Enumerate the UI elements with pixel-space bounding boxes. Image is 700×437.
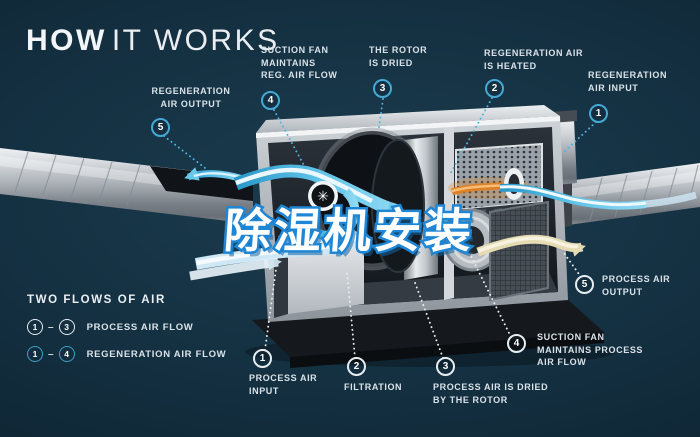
leader-top2 [448,97,493,177]
title-light: IT WORKS [111,24,280,57]
fan-icon: ✳ [317,189,329,205]
suction-fan-drum [442,208,502,272]
legend-badge-from: 1 [27,319,43,335]
heater-stream [450,178,525,196]
rotor [371,139,425,273]
legend-badge-to: 3 [58,319,75,335]
callout-suction-fan-process: SUCTION FAN MAINTAINS PROCESS AIR FLOW [537,332,644,367]
process-output-stream [476,234,586,257]
regeneration-output-arrow [184,167,251,185]
rotor-drum-side [404,136,438,280]
legend-heading: TWO FLOWS OF AIR [27,294,166,306]
leader-top4 [273,109,308,172]
leader-top3 [378,98,384,128]
callout-regeneration-air-input: REGENERATION AIR INPUT [588,70,668,93]
step-badge-proc-3: 3 [436,357,455,376]
honeycomb-block [456,144,542,210]
callout-process-air-input: PROCESS AIR INPUT [249,373,318,396]
step-badge-reg-1: 1 [589,104,608,123]
title-strong: HOW [26,24,107,57]
divider-wall [444,127,454,300]
fan-scroll [316,131,428,267]
step-badge-proc-5: 5 [575,275,594,294]
callout-process-dried: PROCESS AIR IS DRIED BY THE ROTOR [433,382,549,405]
callout-filtration: FILTRATION [344,382,403,392]
step-badge-proc-1: 1 [253,349,272,368]
leader-lines [163,97,597,359]
leader-top1 [564,121,597,152]
main-process-arrow [233,164,402,218]
left-duct [0,148,253,224]
leader-bot1 [264,268,277,351]
legend-row-process: 1 – 3 PROCESS AIR FLOW [27,319,226,335]
machine-interior [268,127,558,310]
legend: TWO FLOWS OF AIR 1 – 3 PROCESS AIR FLOW … [27,294,226,373]
filter-panel [490,202,548,300]
leader-right5 [563,252,582,278]
filter-housing [274,228,364,318]
callout-process-air-output: PROCESS AIR OUTPUT [602,274,671,297]
watermark-text: 除湿机安装 [222,204,476,259]
legend-label-process: PROCESS AIR FLOW [86,321,194,333]
legend-dash: – [48,321,54,333]
legend-dash: – [48,348,54,360]
step-badge-reg-5: 5 [151,118,170,137]
callout-rotor-dried: THE ROTOR IS DRIED [369,45,428,68]
process-input-stream [194,231,366,270]
step-badge-proc-2: 2 [347,357,366,376]
fan-hub [308,181,338,211]
watermark-shadow: 除湿机安装 [226,209,480,264]
machine-body [245,105,615,368]
machine-base [252,298,604,357]
duct-elbow [554,119,577,185]
callout-air-heated: REGENERATION AIR IS HEATED [484,48,584,71]
legend-badge-from: 1 [27,346,43,362]
step-badge-reg-2: 2 [485,79,504,98]
duct-vent-opening [150,166,253,201]
callout-suction-fan-reg: SUCTION FAN MAINTAINS REG. AIR FLOW [261,45,338,80]
fan-swirl [298,188,360,241]
step-badge-proc-4: 4 [507,334,526,353]
regeneration-duct-stream [499,183,647,210]
legend-row-regeneration: 1 – 4 REGENERATION AIR FLOW [27,346,226,362]
legend-badge-to: 4 [58,346,75,362]
step-badge-reg-4: 4 [261,91,280,110]
right-duct [551,110,700,227]
leader-bot4 [469,253,512,338]
leader-bot3 [413,279,444,359]
leader-bot2 [346,271,356,359]
leader-top5 [163,135,206,169]
legend-label-regeneration: REGENERATION AIR FLOW [86,348,227,360]
duct-port [504,168,524,200]
callout-regeneration-air-output: REGENERATION AIR OUTPUT [151,86,231,109]
louver-panel [456,202,542,266]
air-streams: ✳ [189,164,697,281]
step-badge-reg-3: 3 [373,79,392,98]
